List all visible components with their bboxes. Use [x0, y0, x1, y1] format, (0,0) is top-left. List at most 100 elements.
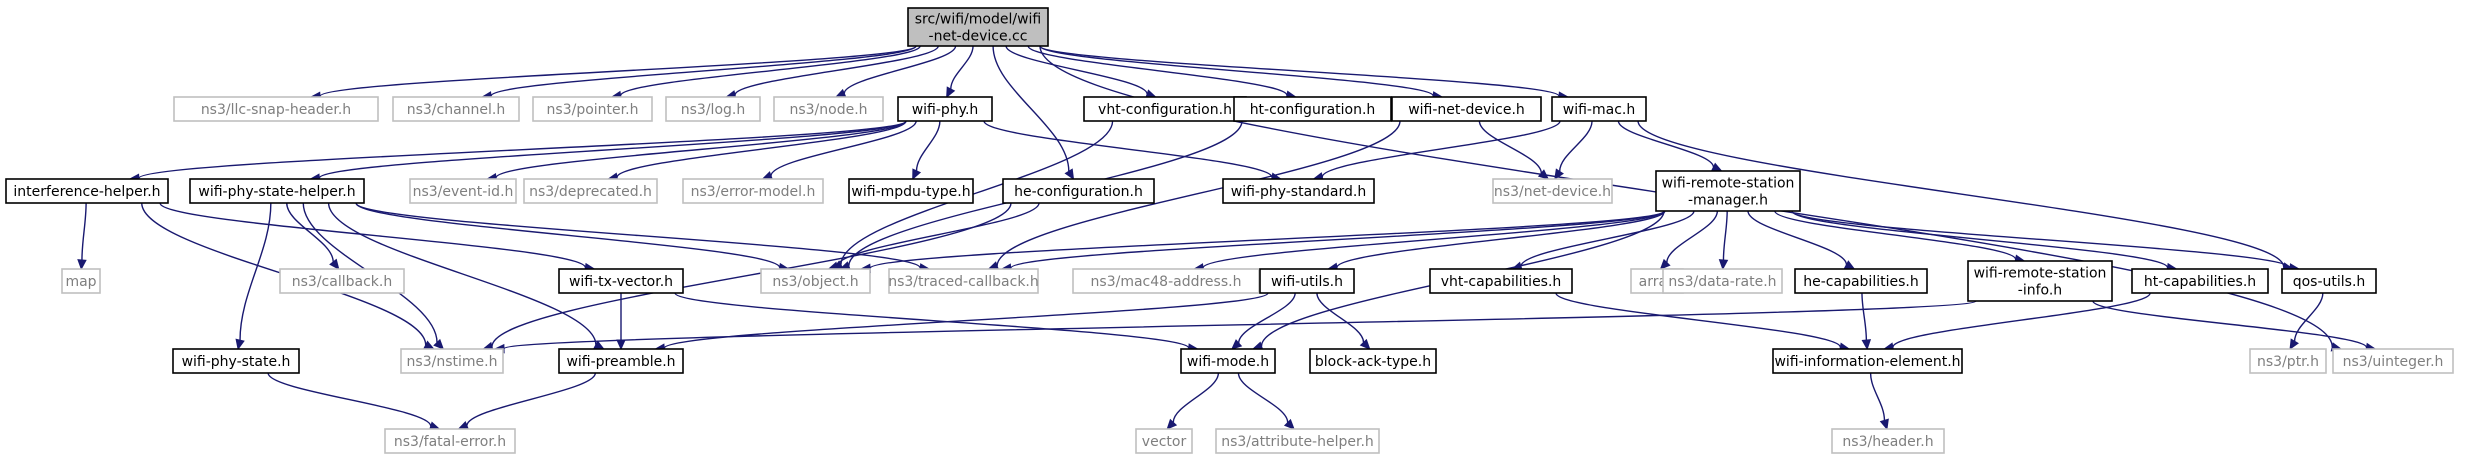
- edge-interf-to-txvector: [159, 202, 596, 273]
- graph-node-blockack[interactable]: block-ack-type.h: [1309, 348, 1437, 374]
- edge-line: [1202, 210, 1665, 269]
- node-box: [558, 268, 684, 294]
- edge-line: [1617, 120, 1715, 168]
- edge-line: [1005, 45, 1148, 95]
- graph-node-physstate[interactable]: wifi-phy-state.h: [172, 348, 300, 374]
- node-box: [1309, 348, 1437, 374]
- graph-node-wifiutils[interactable]: wifi-utils.h: [1259, 268, 1355, 294]
- edge-phystatehelper-to-callback: [286, 202, 340, 270]
- graph-node-infoelem[interactable]: wifi-information-element.h: [1772, 348, 1963, 374]
- graph-node-hecfg[interactable]: he-configuration.h: [1002, 178, 1155, 204]
- node-label: ns3/mac48-address.h: [1091, 274, 1242, 290]
- node-box: [1233, 96, 1392, 122]
- node-label: src/wifi/model/wifi: [915, 12, 1042, 28]
- node-box: [409, 178, 517, 204]
- edge-line: [1861, 292, 1868, 341]
- graph-node-interf[interactable]: interference-helper.h: [5, 178, 169, 204]
- edge-line: [734, 45, 939, 96]
- graph-node-node: ns3/node.h: [773, 96, 884, 122]
- edge-line: [2293, 292, 2324, 342]
- node-label: ns3/error-model.h: [691, 184, 816, 200]
- graph-node-root[interactable]: src/wifi/model/wifi-net-device.cc: [907, 7, 1049, 47]
- node-label: wifi-phy-state-helper.h: [198, 184, 355, 200]
- graph-node-header: ns3/header.h: [1831, 428, 1945, 454]
- edge-arrowhead: [1718, 259, 1729, 271]
- edge-arrowhead: [1537, 169, 1550, 180]
- edge-line: [992, 45, 1070, 172]
- edge-line: [1869, 372, 1886, 421]
- node-label: ns3/callback.h: [292, 274, 392, 290]
- edge-root-to-node: [834, 45, 957, 98]
- node-label: wifi-preamble.h: [566, 354, 675, 370]
- edge-wifinetdev-to-netdevice: [1478, 120, 1550, 180]
- edge-arrowhead: [1554, 168, 1564, 181]
- node-box: [1655, 170, 1801, 212]
- graph-node-htcap[interactable]: ht-capabilities.h: [2131, 268, 2269, 294]
- node-label: ns3/fatal-error.h: [394, 434, 506, 450]
- edge-arrowhead: [329, 258, 340, 270]
- edge-line: [1316, 292, 1365, 343]
- node-box: [523, 178, 658, 204]
- node-label: ns3/event-id.h: [413, 184, 514, 200]
- edge-rsm-to-tracedcb: [1000, 210, 1665, 273]
- edge-line: [355, 202, 921, 269]
- node-label: map: [65, 274, 96, 290]
- edge-line: [836, 202, 1040, 267]
- graph-node-hecap[interactable]: he-capabilities.h: [1794, 268, 1928, 294]
- node-label: ns3/nstime.h: [407, 354, 498, 370]
- graph-node-preamble[interactable]: wifi-preamble.h: [558, 348, 684, 374]
- node-label: qos-utils.h: [2293, 274, 2366, 290]
- edge-wifiphy-to-phystatehelper: [309, 120, 907, 183]
- graph-node-wifinetdev[interactable]: wifi-net-device.h: [1391, 96, 1542, 122]
- node-label: ns3/log.h: [681, 102, 745, 118]
- edge-root-to-wifiphy: [946, 45, 974, 99]
- edge-line: [491, 202, 1012, 347]
- graph-node-rsm[interactable]: wifi-remote-station-manager.h: [1655, 170, 1801, 212]
- node-label: wifi-phy-state.h: [182, 354, 291, 370]
- edge-line: [843, 45, 957, 94]
- node-box: [907, 7, 1049, 47]
- node-box: [1492, 178, 1613, 204]
- graph-node-vhtcfg[interactable]: vht-configuration.h: [1083, 96, 1247, 122]
- edge-wifiphy-to-errmodel: [761, 120, 917, 181]
- graph-node-mac48: ns3/mac48-address.h: [1072, 268, 1260, 294]
- graph-node-txvector[interactable]: wifi-tx-vector.h: [558, 268, 684, 294]
- node-label: ns3/node.h: [789, 102, 867, 118]
- node-box: [1072, 268, 1260, 294]
- node-label: block-ack-type.h: [1315, 354, 1431, 370]
- edge-line: [1791, 210, 2169, 269]
- edge-line: [1558, 120, 1593, 172]
- graph-node-mpdutype[interactable]: wifi-mpdu-type.h: [848, 178, 974, 204]
- node-box: [1662, 268, 1783, 294]
- graph-node-wifimode[interactable]: wifi-mode.h: [1180, 348, 1276, 374]
- graph-node-phystatehelper[interactable]: wifi-phy-state-helper.h: [189, 178, 365, 204]
- edge-wifiphy-to-interf: [128, 120, 907, 184]
- edge-arrowhead: [1231, 339, 1243, 350]
- edge-rsm-to-array: [1659, 210, 1719, 270]
- node-label: -manager.h: [1688, 193, 1768, 209]
- edge-wifimac-to-rsm: [1617, 120, 1723, 172]
- graph-node-vhtcap[interactable]: vht-capabilities.h: [1429, 268, 1573, 294]
- graph-node-rsinfo[interactable]: wifi-remote-station-info.h: [1967, 260, 2113, 302]
- graph-node-vector: vector: [1135, 428, 1193, 454]
- node-box: [1831, 428, 1945, 454]
- graph-node-netdevice: ns3/net-device.h: [1492, 178, 1613, 204]
- edge-line: [1172, 372, 1220, 423]
- node-label: wifi-mac.h: [1563, 102, 1635, 118]
- graph-node-wifimac[interactable]: wifi-mac.h: [1551, 96, 1647, 122]
- node-box: [1215, 428, 1380, 454]
- graph-node-htcfg[interactable]: ht-configuration.h: [1233, 96, 1392, 122]
- node-label: ns3/data-rate.h: [1668, 274, 1776, 290]
- graph-node-llc: ns3/llc-snap-header.h: [173, 96, 379, 122]
- nodes-layer: src/wifi/model/wifi-net-device.cc ns3/llc…: [5, 7, 2454, 454]
- edge-line: [1774, 210, 2017, 260]
- graph-node-phystd[interactable]: wifi-phy-standard.h: [1222, 178, 1375, 204]
- node-box: [558, 348, 684, 374]
- node-label: he-configuration.h: [1014, 184, 1143, 200]
- edge-line: [1791, 210, 2291, 269]
- graph-node-qosutils[interactable]: qos-utils.h: [2281, 268, 2377, 294]
- node-label: ns3/llc-snap-header.h: [201, 102, 351, 118]
- graph-node-wifiphy[interactable]: wifi-phy.h: [897, 96, 993, 122]
- edge-line: [319, 45, 917, 97]
